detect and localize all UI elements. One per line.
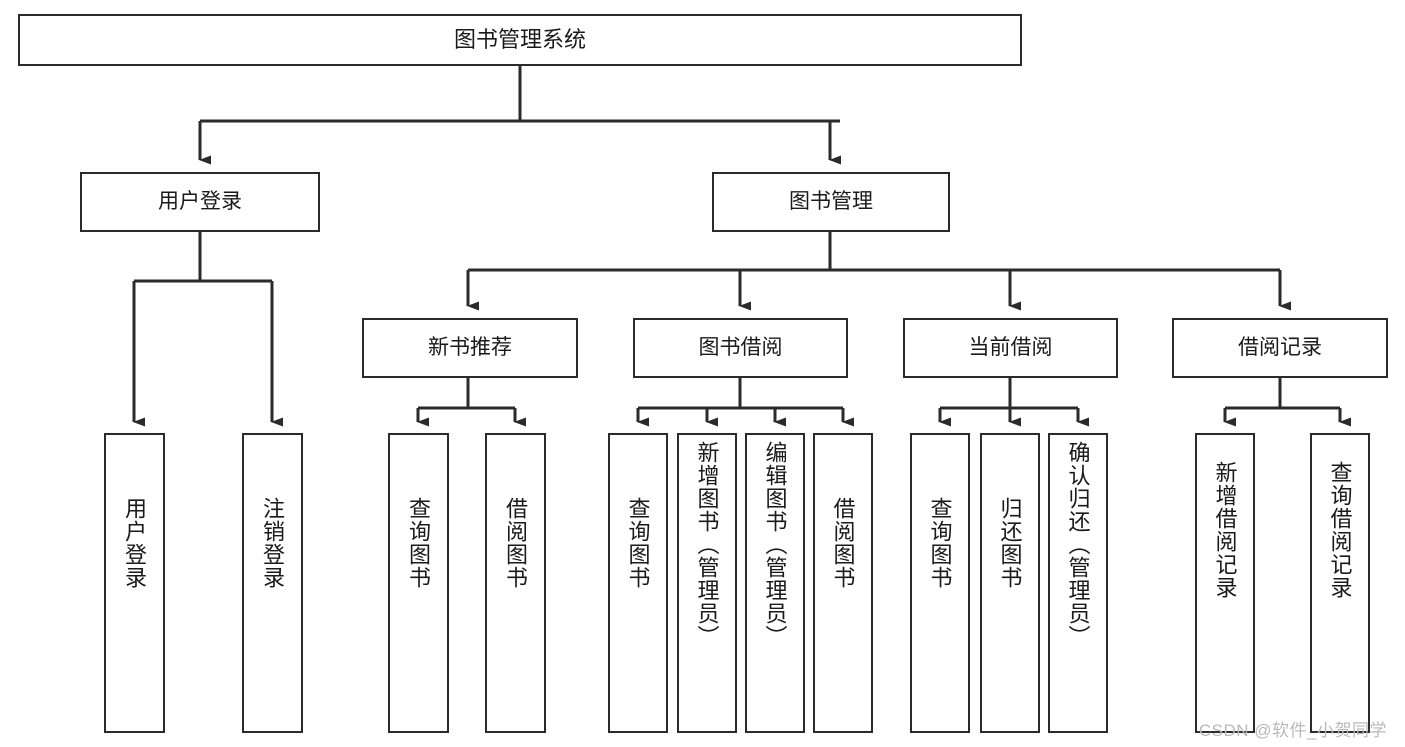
- node-label: 注销登录: [260, 497, 286, 589]
- node-root-system[interactable]: 图书管理系统: [18, 14, 1022, 66]
- node-book-borrow[interactable]: 图书借阅: [633, 318, 848, 378]
- node-label: 查询借阅记录: [1327, 461, 1353, 599]
- node-book-management[interactable]: 图书管理: [712, 172, 950, 232]
- leaf-borrow-add-book-admin[interactable]: 新增图书（管理员）: [677, 433, 737, 733]
- leaf-recommend-query-book[interactable]: 查询图书: [388, 433, 449, 733]
- node-label: 新增图书（管理员）: [694, 441, 720, 648]
- leaf-record-query-borrow-record[interactable]: 查询借阅记录: [1310, 433, 1370, 733]
- leaf-user-login-signin[interactable]: 用户登录: [104, 433, 165, 733]
- node-label: 归还图书: [997, 497, 1023, 589]
- node-label: 编辑图书（管理员）: [762, 441, 788, 648]
- leaf-borrow-edit-book-admin[interactable]: 编辑图书（管理员）: [745, 433, 805, 733]
- node-label: 图书借阅: [698, 336, 783, 360]
- node-label: 确认归还（管理员）: [1065, 441, 1091, 648]
- node-label: 当前借阅: [968, 336, 1053, 360]
- node-current-borrow[interactable]: 当前借阅: [903, 318, 1118, 378]
- watermark: CSDN @软件_小贺同学: [1198, 721, 1387, 740]
- node-new-book-recommend[interactable]: 新书推荐: [362, 318, 578, 378]
- node-label: 新书推荐: [428, 336, 512, 360]
- leaf-borrow-query-book[interactable]: 查询图书: [608, 433, 668, 733]
- leaf-recommend-borrow-book[interactable]: 借阅图书: [485, 433, 546, 733]
- node-label: 图书管理系统: [453, 26, 586, 52]
- leaf-record-add-borrow-record[interactable]: 新增借阅记录: [1195, 433, 1255, 733]
- node-user-login[interactable]: 用户登录: [80, 172, 320, 232]
- node-label: 借阅图书: [830, 497, 856, 589]
- leaf-user-login-signout[interactable]: 注销登录: [242, 433, 303, 733]
- leaf-current-return-book[interactable]: 归还图书: [980, 433, 1040, 733]
- node-borrow-record[interactable]: 借阅记录: [1172, 318, 1388, 378]
- node-label: 借阅记录: [1238, 336, 1322, 360]
- node-label: 用户登录: [122, 497, 148, 589]
- leaf-borrow-borrow-book[interactable]: 借阅图书: [813, 433, 873, 733]
- leaf-current-confirm-return-admin[interactable]: 确认归还（管理员）: [1048, 433, 1108, 733]
- node-label: 新增借阅记录: [1212, 461, 1238, 599]
- leaf-current-query-book[interactable]: 查询图书: [910, 433, 970, 733]
- node-label: 查询图书: [927, 497, 953, 589]
- node-label: 用户登录: [158, 190, 242, 214]
- node-label: 查询图书: [625, 497, 651, 589]
- node-label: 借阅图书: [503, 497, 529, 589]
- node-label: 图书管理: [789, 190, 873, 214]
- node-label: 查询图书: [406, 497, 432, 589]
